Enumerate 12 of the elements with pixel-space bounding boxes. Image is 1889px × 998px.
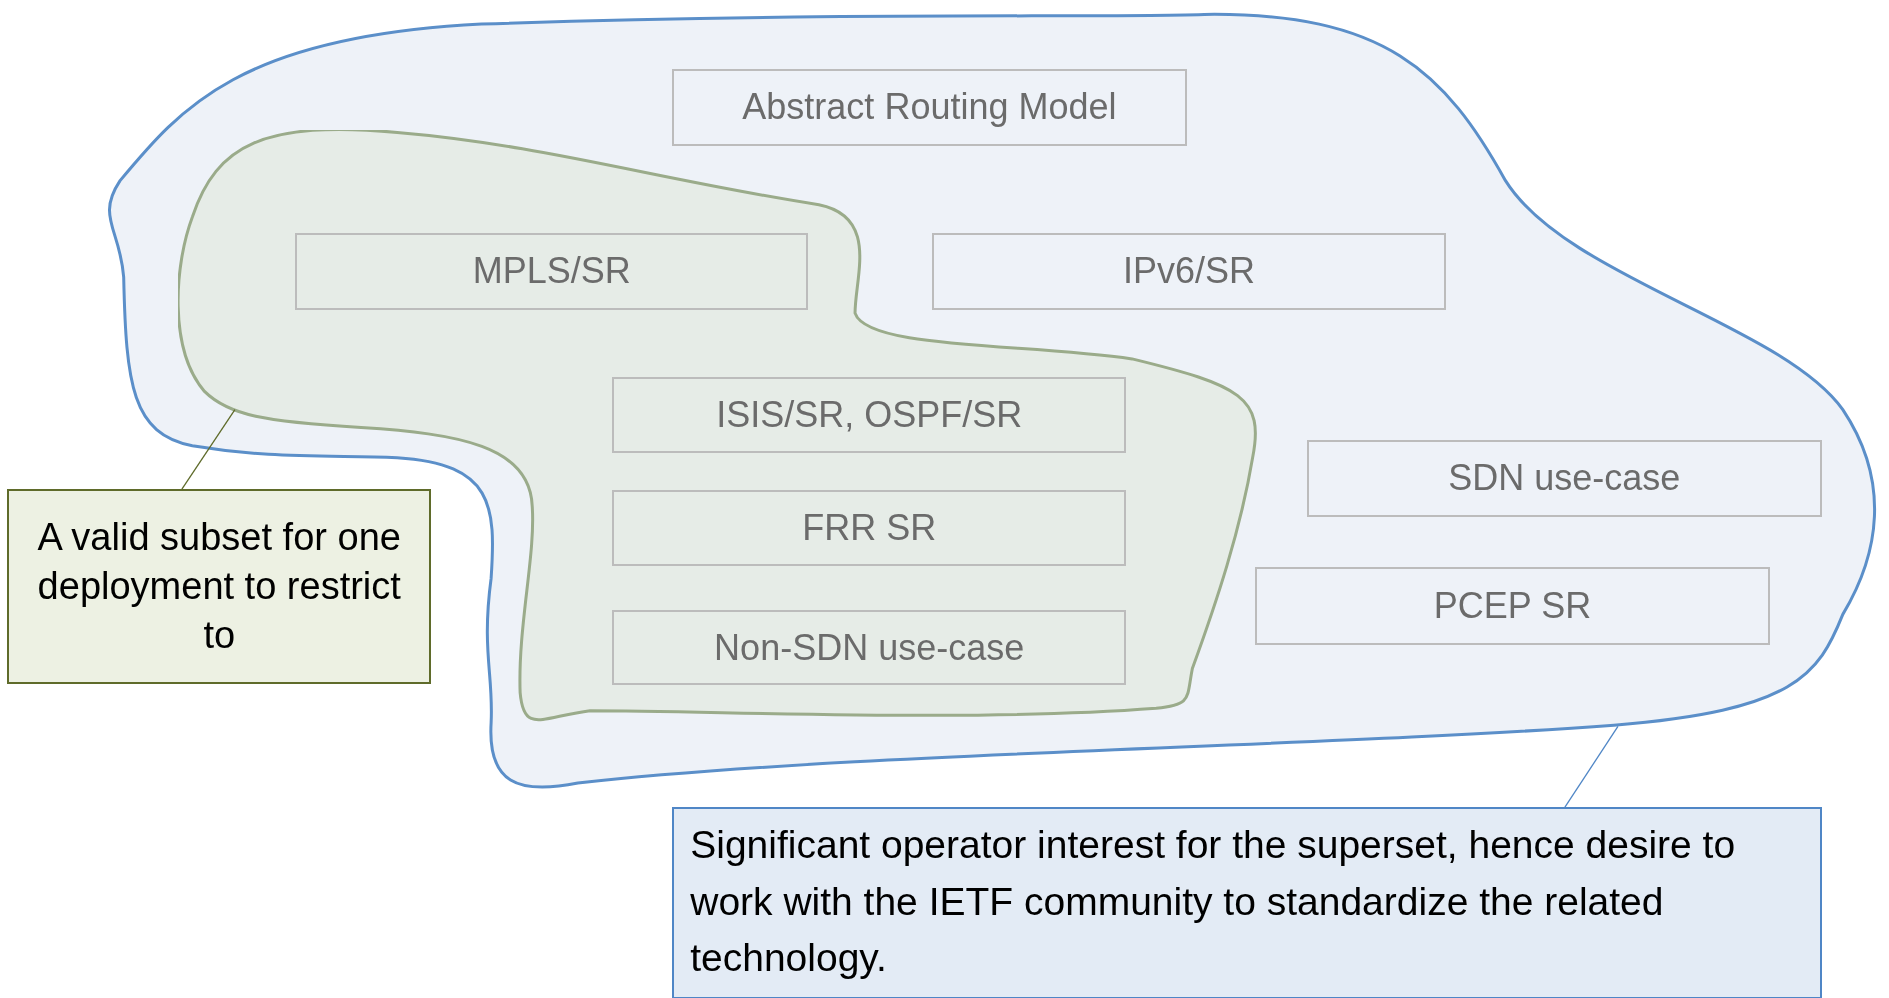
label-box: SDN use-case <box>1307 439 1822 517</box>
label-box: IPv6/SR <box>932 232 1446 310</box>
label-box: FRR SR <box>611 490 1127 567</box>
leader-line <box>181 408 236 490</box>
leader-line <box>1564 725 1619 808</box>
callout-box: A valid subset for one deployment to restrict to <box>7 489 432 685</box>
label-box: MPLS/SR <box>295 232 809 310</box>
label-box: Abstract Routing Model <box>672 68 1187 146</box>
label-box: PCEP SR <box>1255 567 1770 645</box>
callout-box: Significant operator interest for the superset, hence desire to work with the IETF community to standardize the related technology. <box>672 807 1822 998</box>
label-box: ISIS/SR, OSPF/SR <box>611 377 1127 453</box>
label-box: Non-SDN use-case <box>611 609 1127 686</box>
